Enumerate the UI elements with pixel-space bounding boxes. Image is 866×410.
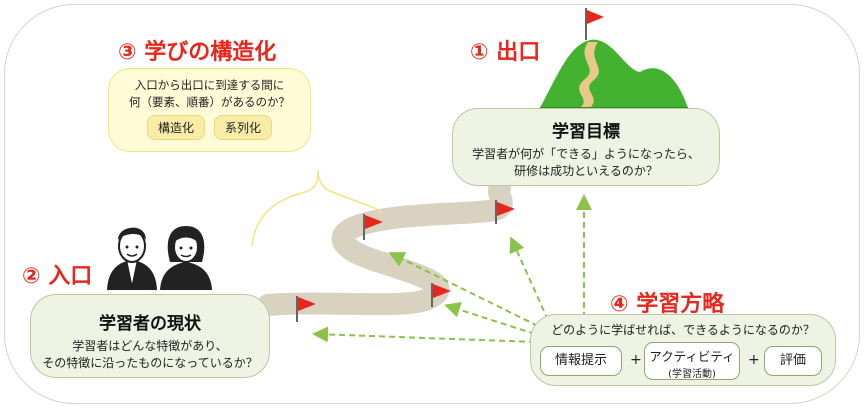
- chip-information: 情報提示: [540, 346, 622, 376]
- mountain-icon: [540, 39, 688, 109]
- strategy-arrows: [312, 194, 592, 343]
- learning-path: [257, 177, 513, 316]
- goal-desc-line2: 研修は成功といえるのか？: [514, 164, 658, 178]
- structure-question-line1: 入口から出口に到達する間に: [134, 78, 285, 92]
- heading-structure: ③ 学びの構造化: [118, 40, 277, 65]
- structure-box: 入口から出口に到達する間に 何（要素、順番）があるのか？ 構造化 系列化: [108, 68, 311, 152]
- current-desc-line2: その特徴に沿ったものになっているか？: [42, 356, 258, 370]
- goal-box: 学習目標 学習者が何が「できる」ようになったら、 研修は成功といえるのか？: [452, 108, 720, 186]
- flag-icon: [495, 200, 515, 224]
- current-box: 学習者の現状 学習者はどんな特徴があり、 その特徴に沿ったものになっているか？: [30, 294, 270, 378]
- goal-desc-line1: 学習者が何が「できる」ようになったら、: [472, 147, 700, 161]
- chip-sequencing: 系列化: [214, 115, 273, 140]
- chip-evaluation: 評価: [764, 346, 822, 376]
- flag-icon: [585, 8, 604, 40]
- chip-activity: アクティビティ (学習活動): [644, 342, 740, 380]
- structure-brace: [251, 169, 383, 247]
- flag-icon: [431, 283, 451, 307]
- current-title: 学習者の現状: [99, 314, 201, 334]
- activity-label: アクティビティ: [649, 349, 735, 364]
- flag-icon: [296, 296, 316, 322]
- current-desc-line1: 学習者はどんな特徴があり、: [72, 339, 228, 353]
- chip-structuring: 構造化: [146, 115, 205, 140]
- strategy-question: どのように学ばせれば、できるようになるのか？: [551, 323, 815, 337]
- learner-man-icon: [107, 227, 157, 290]
- goal-title: 学習目標: [552, 122, 620, 142]
- plus-sign-2: +: [748, 352, 760, 368]
- plus-sign-1: +: [630, 352, 642, 368]
- flag-icon: [363, 214, 383, 240]
- outer-frame: [4, 4, 860, 404]
- learner-woman-icon: [160, 226, 212, 290]
- structure-question-line2: 何（要素、順番）があるのか？: [129, 95, 290, 109]
- activity-sub-label: (学習活動): [668, 369, 716, 380]
- heading-strategy: ④ 学習方略: [610, 292, 725, 317]
- heading-goal: ① 出口: [470, 40, 541, 65]
- heading-current: ② 入口: [22, 264, 93, 289]
